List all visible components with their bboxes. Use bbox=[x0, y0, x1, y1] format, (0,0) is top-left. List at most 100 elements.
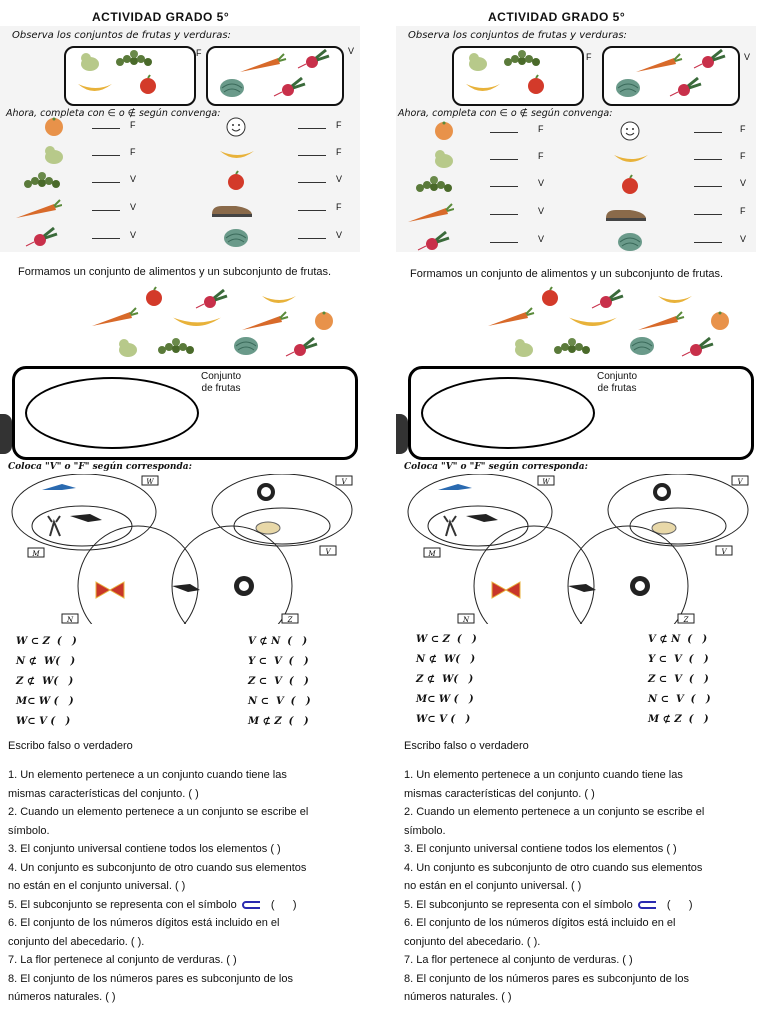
relation-item[interactable]: Y ⊂ V ( ) bbox=[248, 656, 309, 667]
answer-blank[interactable] bbox=[694, 242, 722, 243]
cabbage-icon bbox=[629, 336, 655, 356]
relation-item[interactable]: N ⊂ V ( ) bbox=[248, 696, 311, 707]
statement-4a: 4. Un conjunto es subconjunto de otro cu… bbox=[8, 861, 307, 874]
pear-icon bbox=[515, 339, 533, 357]
answer-blank[interactable] bbox=[298, 238, 326, 239]
set-v-circle bbox=[607, 474, 749, 547]
worksheet-title: ACTIVIDAD GRADO 5° bbox=[92, 10, 230, 24]
membership-row: V bbox=[410, 174, 570, 196]
statement-7[interactable]: 7. La flor pertenece al conjunto de verd… bbox=[404, 954, 633, 966]
relation-item[interactable]: V ⊄ N ( ) bbox=[248, 636, 308, 647]
statement-6b[interactable]: conjunto del abecedario. ( ). bbox=[404, 935, 541, 948]
answer-blank[interactable] bbox=[298, 182, 326, 183]
relation-item[interactable]: Y ⊂ V ( ) bbox=[648, 654, 709, 665]
relation-item[interactable]: Z ⊂ V ( ) bbox=[648, 674, 709, 685]
subset-symbol-icon bbox=[636, 900, 658, 909]
food-items-illustration bbox=[91, 286, 333, 358]
set-letter: V bbox=[130, 202, 137, 212]
set-letter: F bbox=[130, 147, 136, 157]
answer-blank[interactable] bbox=[92, 238, 120, 239]
apple-icon bbox=[145, 286, 163, 307]
answer-blank[interactable] bbox=[490, 186, 518, 187]
set-letter: F bbox=[538, 124, 544, 134]
relation-item[interactable]: W ⊂ Z ( ) bbox=[16, 636, 77, 647]
statement-1b[interactable]: mismas características del conjunto. ( ) bbox=[8, 787, 199, 800]
answer-blank[interactable] bbox=[92, 182, 120, 183]
set-letter: F bbox=[336, 202, 342, 212]
relation-item[interactable]: M ⊄ Z ( ) bbox=[248, 716, 309, 727]
answer-blank[interactable] bbox=[298, 128, 326, 129]
statement-4b[interactable]: no están en el conjunto universal. ( ) bbox=[8, 880, 186, 892]
statement-5-blank[interactable]: ( ) bbox=[657, 898, 693, 911]
relation-item[interactable]: M⊂ W ( ) bbox=[16, 696, 74, 707]
statement-5-text: 5. El subconjunto se representa con el s… bbox=[404, 898, 633, 911]
answer-blank[interactable] bbox=[694, 186, 722, 187]
relation-item[interactable]: N ⊄ W( ) bbox=[16, 656, 76, 667]
answer-blank[interactable] bbox=[490, 159, 518, 160]
radish-icon bbox=[416, 230, 451, 252]
statement-5[interactable]: 5. El subconjunto se representa con el s… bbox=[8, 896, 368, 915]
relation-item[interactable]: M⊂ W ( ) bbox=[416, 694, 474, 705]
statement-5-blank[interactable]: ( ) bbox=[261, 898, 297, 911]
carrot-icon bbox=[637, 311, 685, 331]
set-f-label: F bbox=[196, 48, 202, 58]
statement-6b[interactable]: conjunto del abecedario. ( ). bbox=[8, 935, 145, 948]
statement-7[interactable]: 7. La flor pertenece al conjunto de verd… bbox=[8, 954, 237, 966]
butterfly-icon bbox=[491, 581, 521, 599]
set-v-label: V bbox=[348, 46, 355, 56]
relation-item[interactable]: W ⊂ Z ( ) bbox=[416, 634, 477, 645]
relation-item[interactable]: Z ⊄ W( ) bbox=[416, 674, 474, 685]
grapes-icon bbox=[24, 172, 60, 188]
answer-blank[interactable] bbox=[92, 155, 120, 156]
statement-8a: 8. El conjunto de los números pares es s… bbox=[8, 972, 293, 985]
set-letter: F bbox=[740, 206, 746, 216]
statement-1b[interactable]: mismas características del conjunto. ( ) bbox=[404, 787, 595, 800]
formamos-text: Formamos un conjunto de alimentos y un s… bbox=[410, 268, 724, 280]
formamos-text: Formamos un conjunto de alimentos y un s… bbox=[18, 266, 332, 278]
statement-3[interactable]: 3. El conjunto universal contiene todos … bbox=[8, 843, 281, 855]
label-v2: V bbox=[325, 548, 331, 556]
statement-8b[interactable]: números naturales. ( ) bbox=[8, 991, 116, 1003]
statement-3[interactable]: 3. El conjunto universal contiene todos … bbox=[404, 843, 677, 855]
answer-blank[interactable] bbox=[694, 132, 722, 133]
sets-section: Observa los conjuntos de frutas y verdur… bbox=[0, 26, 360, 252]
smiley-icon bbox=[620, 121, 640, 141]
conjunto-label-line2: de frutas bbox=[201, 383, 241, 394]
relation-item[interactable]: N ⊂ V ( ) bbox=[648, 694, 711, 705]
set-letter: V bbox=[130, 174, 137, 184]
set-y-circle bbox=[233, 507, 331, 545]
statement-1a: 1. Un elemento pertenece a un conjunto c… bbox=[404, 769, 683, 781]
answer-blank[interactable] bbox=[490, 214, 518, 215]
statement-8b[interactable]: números naturales. ( ) bbox=[404, 991, 512, 1003]
orange-icon bbox=[315, 311, 333, 330]
set-letter: V bbox=[130, 230, 137, 240]
answer-blank[interactable] bbox=[694, 159, 722, 160]
banana-icon bbox=[220, 151, 254, 158]
answer-blank[interactable] bbox=[298, 155, 326, 156]
relation-item[interactable]: Z ⊄ W( ) bbox=[16, 676, 74, 687]
membership-row: F bbox=[30, 116, 190, 138]
answer-blank[interactable] bbox=[490, 242, 518, 243]
statement-4b[interactable]: no están en el conjunto universal. ( ) bbox=[404, 880, 582, 892]
statement-5[interactable]: 5. El subconjunto se representa con el s… bbox=[404, 896, 764, 915]
relation-item[interactable]: Z ⊂ V ( ) bbox=[248, 676, 309, 687]
fruit-subset-ellipse[interactable] bbox=[421, 377, 595, 449]
relation-item[interactable]: W⊂ V ( ) bbox=[416, 714, 471, 725]
cabbage-icon bbox=[223, 228, 249, 248]
answer-blank[interactable] bbox=[298, 210, 326, 211]
membership-row: F bbox=[606, 120, 766, 142]
answer-blank[interactable] bbox=[92, 128, 120, 129]
fruit-subset-ellipse[interactable] bbox=[25, 377, 199, 449]
orange-icon bbox=[711, 311, 729, 330]
relation-item[interactable]: W⊂ V ( ) bbox=[16, 716, 71, 727]
carrot-icon bbox=[241, 311, 289, 331]
relation-item[interactable]: N ⊄ W( ) bbox=[416, 654, 476, 665]
set-letter: F bbox=[336, 147, 342, 157]
answer-blank[interactable] bbox=[490, 132, 518, 133]
answer-blank[interactable] bbox=[694, 214, 722, 215]
statements-list: 1. Un elemento pertenece a un conjunto c… bbox=[8, 766, 368, 1007]
relation-item[interactable]: M ⊄ Z ( ) bbox=[648, 714, 709, 725]
relation-item[interactable]: V ⊄ N ( ) bbox=[648, 634, 708, 645]
answer-blank[interactable] bbox=[92, 210, 120, 211]
set-letter: F bbox=[740, 151, 746, 161]
